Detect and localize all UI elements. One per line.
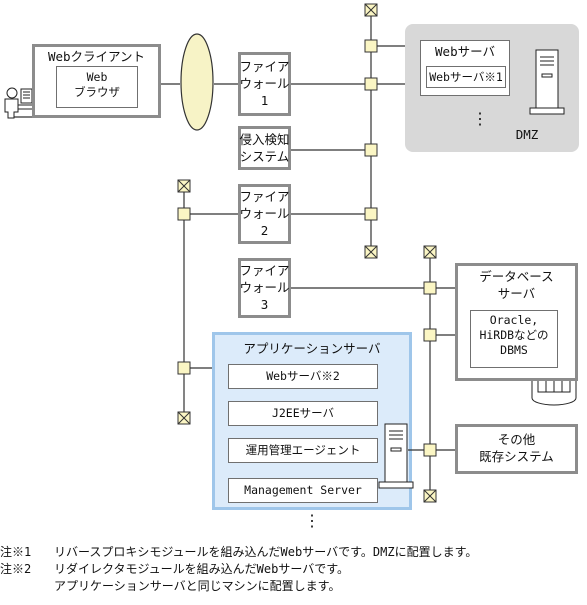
management-server-label: Management Server	[244, 483, 362, 497]
bottom-ellipsis: ⋮	[304, 511, 320, 530]
other-systems-box[interactable]	[455, 424, 578, 474]
terminator-icon	[177, 411, 191, 425]
intrusion-detection-box[interactable]	[238, 126, 291, 170]
intrusion-detection-label: 侵入検知 システム	[239, 132, 290, 164]
web-server-1-label: Webサーバ※1	[429, 70, 503, 84]
web-server-1-box[interactable]	[426, 66, 506, 88]
firewall-3-label: ファイア ウォール 3	[239, 263, 290, 312]
terminator-icon	[364, 245, 378, 259]
web-server-2-label: Webサーバ※2	[266, 369, 340, 383]
management-server-box[interactable]	[228, 478, 378, 503]
user-at-pc-icon	[4, 87, 35, 119]
connector-port-icon	[364, 143, 378, 157]
terminator-icon	[423, 489, 437, 503]
dmz-label: DMZ	[515, 127, 539, 142]
dbms-box[interactable]	[470, 310, 558, 368]
terminator-icon	[177, 179, 191, 193]
dbms-label: Oracle, HiRDBなどの DBMS	[479, 313, 549, 357]
firewall-2-box[interactable]	[238, 184, 291, 244]
server-tower-icon	[378, 423, 414, 489]
web-browser-box[interactable]	[56, 66, 138, 108]
connector-port-icon	[423, 281, 437, 295]
other-systems-label: その他 既存システム	[479, 432, 554, 464]
server-tower-icon	[529, 49, 565, 115]
note-1-text: リバースプロキシモジュールを組み込んだWebサーバです。DMZに配置します。	[54, 545, 478, 559]
terminator-icon	[423, 245, 437, 259]
application-server-label: アプリケーションサーバ	[243, 341, 381, 356]
connector-port-icon	[177, 361, 191, 375]
web-browser-label: Web ブラウザ	[74, 70, 120, 99]
web-server-2-box[interactable]	[228, 364, 378, 389]
connector-port-icon	[423, 328, 437, 342]
ops-agent-box[interactable]	[228, 438, 378, 463]
connector-port-icon	[364, 77, 378, 91]
j2ee-server-box[interactable]	[228, 401, 378, 426]
note-2-text-continued: アプリケーションサーバと同じマシンに配置します。	[54, 579, 341, 593]
web-client-label: Webクライアント	[47, 49, 146, 64]
firewall-1-box[interactable]	[238, 52, 291, 116]
connector-port-icon	[364, 207, 378, 221]
note-1-mark: 注※1	[0, 545, 32, 559]
terminator-icon	[364, 3, 378, 17]
dmz-web-server-label: Webサーバ	[435, 44, 495, 59]
note-2-text: リダイレクタモジュールを組み込んだWebサーバです。	[54, 562, 350, 576]
firewall-2-label: ファイア ウォール 2	[239, 189, 290, 238]
firewall-3-box[interactable]	[238, 258, 291, 318]
network-segment-ellipse	[180, 33, 214, 131]
dmz-ellipsis: ⋮	[472, 109, 488, 128]
j2ee-server-label: J2EEサーバ	[271, 406, 335, 420]
firewall-1-label: ファイア ウォール 1	[239, 59, 290, 108]
note-2-mark: 注※2	[0, 562, 32, 576]
ops-agent-label: 運用管理エージェント	[245, 443, 361, 457]
database-server-label: データベース サーバ	[479, 269, 554, 301]
connector-port-icon	[364, 39, 378, 53]
connector-port-icon	[423, 443, 437, 457]
connector-port-icon	[177, 207, 191, 221]
